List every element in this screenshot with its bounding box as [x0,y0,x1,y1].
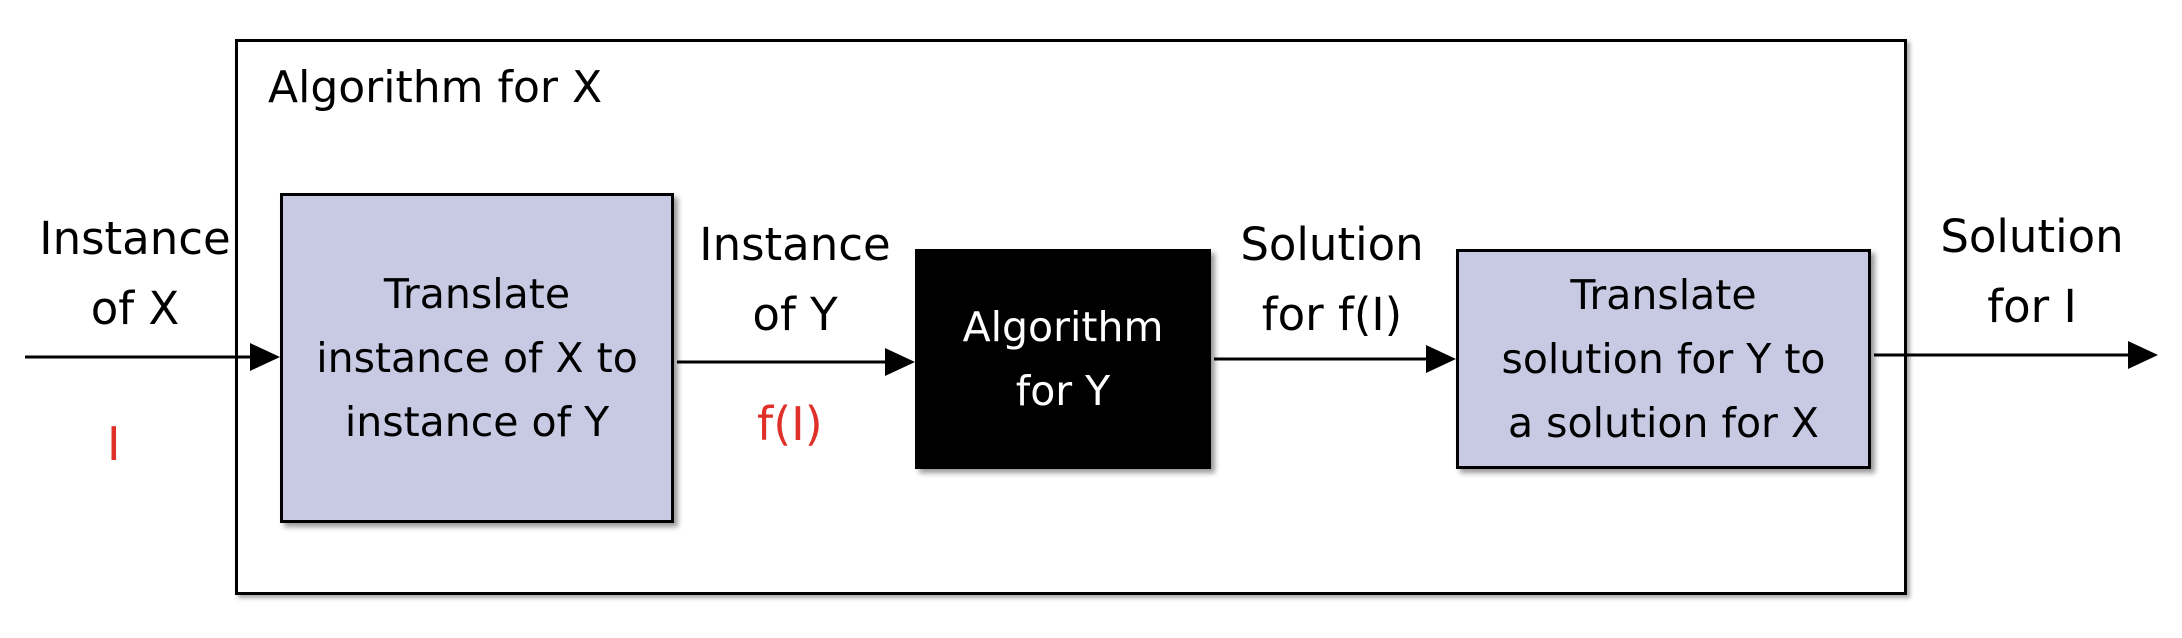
arrow-output [1874,341,2158,369]
arrow-translated-instance [677,348,915,376]
instance-of-y-label: Instance of Y [699,218,891,341]
solution-for-fi-label: Solution for f(I) [1240,218,1424,341]
input-variable-label: I [107,417,121,471]
algorithm-for-y-text: Algorithm for Y [962,303,1164,415]
translated-variable-label: f(I) [757,397,823,451]
arrow-input [25,343,280,371]
translate-instance-box: Translate instance of X to instance of Y [280,193,674,523]
translate-instance-text: Translate instance of X to instance of Y [316,270,638,446]
translate-solution-text: Translate solution for Y to a solution f… [1501,271,1826,447]
translate-solution-box: Translate solution for Y to a solution f… [1456,249,1871,469]
solution-for-i-label: Solution for I [1940,210,2124,333]
arrow-solution-y [1214,345,1456,373]
outer-box-title: Algorithm for X [268,62,603,113]
algorithm-for-y-box: Algorithm for Y [915,249,1211,469]
instance-of-x-label: Instance of X [39,212,231,335]
